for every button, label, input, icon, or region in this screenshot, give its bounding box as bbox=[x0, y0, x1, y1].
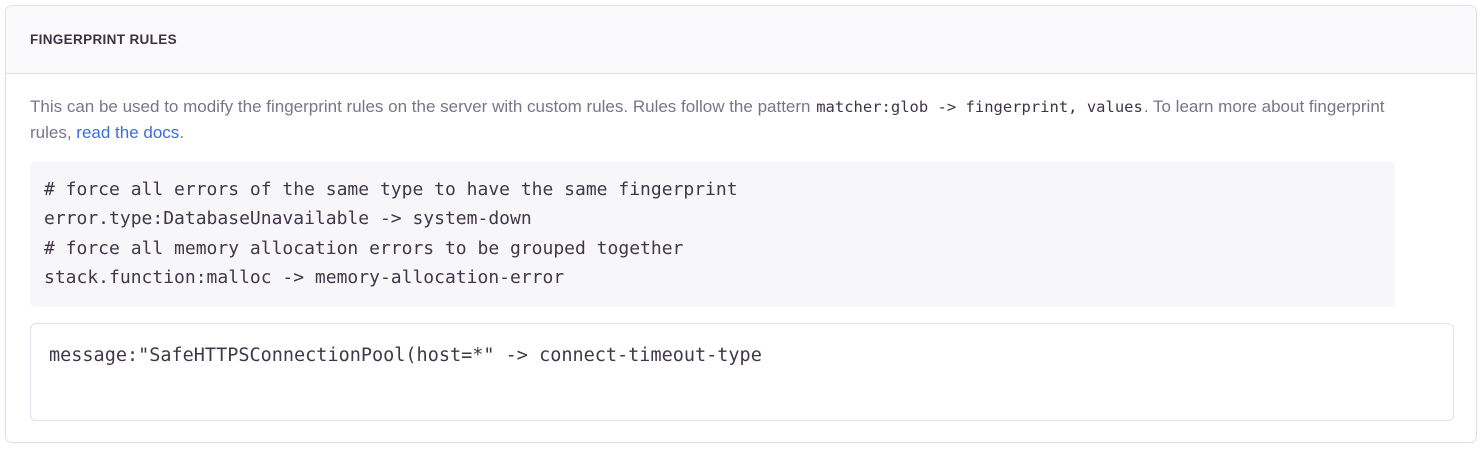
fingerprint-rules-input[interactable] bbox=[30, 322, 1454, 421]
example-code-block: # force all errors of the same type to h… bbox=[30, 161, 1395, 307]
panel-body: This can be used to modify the fingerpri… bbox=[6, 74, 1476, 421]
description-part-3: . bbox=[179, 122, 185, 142]
fingerprint-rules-panel: FINGERPRINT RULES This can be used to mo… bbox=[5, 5, 1477, 443]
panel-header: FINGERPRINT RULES bbox=[6, 6, 1476, 74]
description-part-2: . To learn more about fingerprint rules, bbox=[30, 97, 1385, 142]
description-part-1: This can be used to modify the fingerpri… bbox=[30, 97, 816, 116]
example-code-text: # force all errors of the same type to h… bbox=[44, 178, 738, 289]
inline-code-pattern: matcher:glob -> fingerprint, values bbox=[816, 98, 1143, 116]
page-title: FINGERPRINT RULES bbox=[30, 31, 177, 47]
read-the-docs-link[interactable]: read the docs bbox=[76, 122, 180, 142]
description-text: This can be used to modify the fingerpri… bbox=[30, 94, 1390, 146]
